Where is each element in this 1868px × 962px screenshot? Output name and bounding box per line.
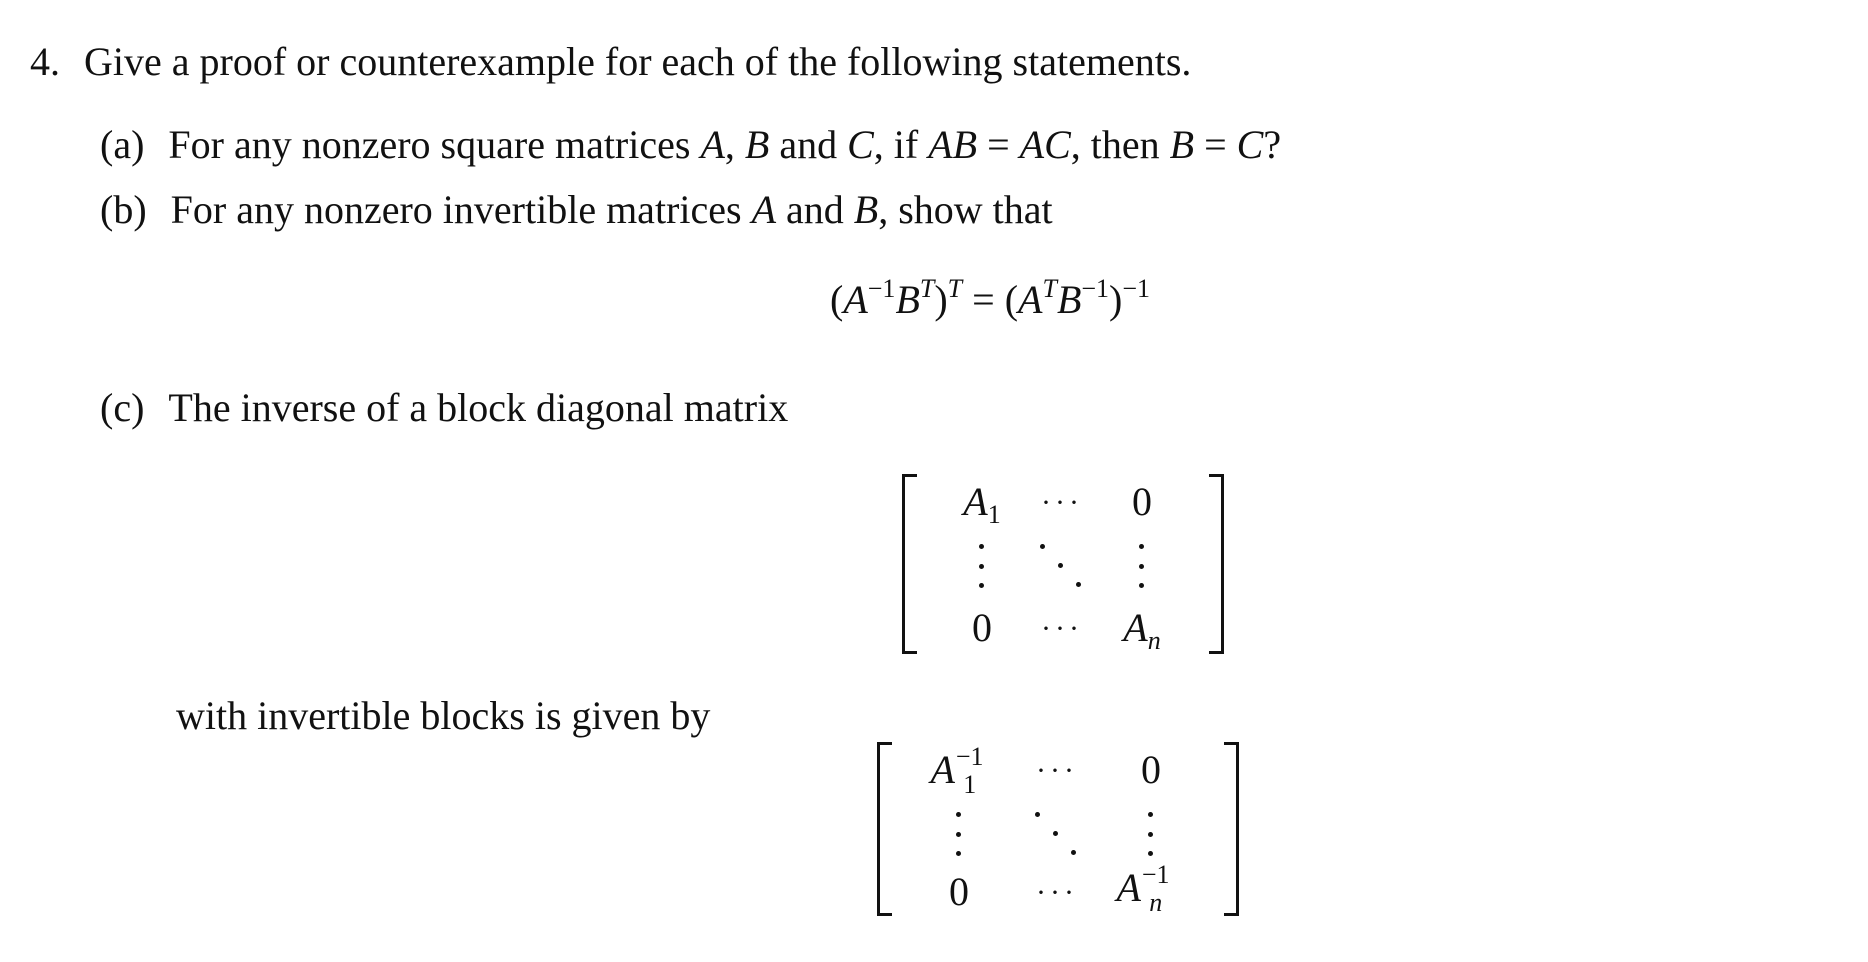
exponent-inverse: −1 <box>955 742 984 771</box>
exponent-inverse: −1 <box>1122 274 1151 303</box>
exponent-inverse: −1 <box>867 274 896 303</box>
var-a: A <box>963 479 988 524</box>
var-b: B <box>1056 277 1082 322</box>
part-a-text: , then <box>1070 122 1170 167</box>
paren: ( <box>830 277 844 322</box>
exponent-transpose: T <box>919 274 935 303</box>
paren: ) <box>1109 277 1123 322</box>
hdots: ··· <box>1036 876 1078 909</box>
cell-an: An <box>1082 605 1202 654</box>
hdots: ··· <box>1041 486 1083 519</box>
equation-transpose-inverse: (A−1BT)T = (ATB−1)−1 <box>830 276 1150 322</box>
cell-zero: 0 <box>1132 479 1152 524</box>
ddots-icon <box>997 812 1117 856</box>
hdots: ··· <box>1036 754 1078 787</box>
cell-zero: 0 <box>972 605 992 650</box>
paren: ) <box>934 277 948 322</box>
var-a: A <box>1123 605 1148 650</box>
var-a: A <box>1116 865 1141 911</box>
part-b-label: (b) <box>100 187 147 232</box>
block-diagonal-matrix: A1 ··· 0 0 ··· An <box>902 474 1224 654</box>
vdots-icon <box>899 812 1019 856</box>
part-a: (a) For any nonzero square matrices A, B… <box>100 125 1281 165</box>
vdots-icon <box>922 544 1042 588</box>
cell-a1: A1 <box>922 479 1042 528</box>
subscript: 1 <box>963 770 977 799</box>
part-a-text: For any nonzero square matrices <box>168 122 701 167</box>
right-bracket <box>1224 742 1239 916</box>
part-c-text: The inverse of a block diagonal matrix <box>168 385 789 430</box>
exponent-inverse: −1 <box>1081 274 1110 303</box>
paren: ( <box>1004 277 1019 322</box>
var-a: A <box>700 122 725 167</box>
part-c: (c) The inverse of a block diagonal matr… <box>100 388 788 428</box>
part-c-label: (c) <box>100 385 145 430</box>
cell-zero: 0 <box>949 869 969 914</box>
problem-header: 4. Give a proof or counterexample for ea… <box>30 42 1191 82</box>
part-b-text: and <box>776 187 854 232</box>
problem-number: 4. <box>30 39 60 84</box>
var-b: B <box>895 277 920 322</box>
right-bracket <box>1209 474 1224 654</box>
part-b-text: , show that <box>878 187 1053 232</box>
part-a-label: (a) <box>100 122 145 167</box>
left-bracket <box>902 474 917 654</box>
vdots-icon <box>1091 812 1211 856</box>
part-b: (b) For any nonzero invertible matrices … <box>100 190 1053 230</box>
part-a-text: and <box>769 122 848 167</box>
part-b-statement: For any nonzero invertible matrices A an… <box>171 187 1053 232</box>
part-a-text: , if <box>873 122 929 167</box>
equals-sign: = <box>977 122 1020 167</box>
part-c-continuation: with invertible blocks is given by <box>176 696 710 736</box>
left-bracket <box>877 742 892 916</box>
var-b: B <box>744 122 770 167</box>
part-a-statement: For any nonzero square matrices A, B and… <box>168 122 1281 167</box>
var-a: A <box>930 747 955 793</box>
var-a: A <box>1018 277 1043 322</box>
comma: , <box>724 122 745 167</box>
var-b: B <box>1169 122 1195 167</box>
exponent-transpose: T <box>1042 274 1057 303</box>
vdots-icon <box>1082 544 1202 588</box>
subscript: 1 <box>987 500 1001 529</box>
subscript: n <box>1149 888 1163 917</box>
var-b: B <box>853 187 879 232</box>
var-c: C <box>847 122 874 167</box>
equals-sign: = <box>962 277 1005 322</box>
var-a: A <box>843 277 868 322</box>
var-a: A <box>751 187 776 232</box>
ddots-icon <box>1002 544 1122 588</box>
subscript: n <box>1147 626 1161 655</box>
expr-ac: AC <box>1019 122 1071 167</box>
exponent-transpose: T <box>947 274 963 303</box>
var-c: C <box>1236 122 1264 167</box>
equals-sign: = <box>1194 122 1237 167</box>
problem-prompt: Give a proof or counterexample for each … <box>84 39 1192 84</box>
hdots: ··· <box>1041 612 1083 645</box>
part-c-text: with invertible blocks is given by <box>176 693 711 738</box>
expr-ab: AB <box>928 122 978 167</box>
cell-zero: 0 <box>1141 747 1161 792</box>
question-mark: ? <box>1263 122 1282 167</box>
part-b-text: For any nonzero invertible matrices <box>170 187 752 232</box>
exponent-inverse: −1 <box>1141 860 1170 889</box>
